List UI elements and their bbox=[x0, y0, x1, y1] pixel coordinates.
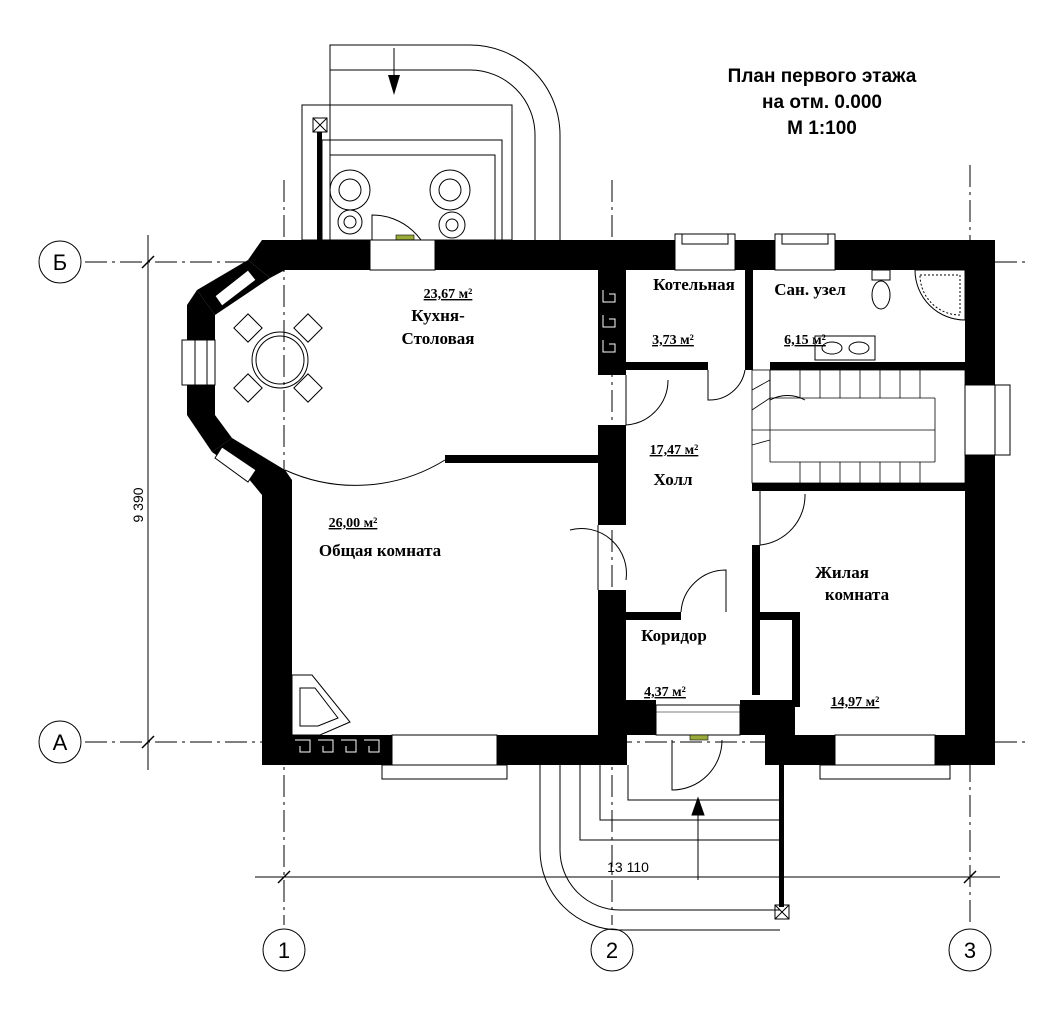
dimension-height-label: 9 390 bbox=[130, 487, 146, 522]
sink-icon bbox=[814, 335, 876, 361]
title-line-2: на отм. 0.000 bbox=[762, 92, 882, 113]
corridor-area: 4,37 м² bbox=[644, 685, 686, 700]
living-room-label-2: комната bbox=[825, 585, 890, 604]
boiler-label: Котельная bbox=[653, 275, 735, 294]
bathroom-area: 6,15 м² bbox=[784, 333, 826, 348]
staircase bbox=[751, 369, 966, 484]
kitchen-label-1: Кухня- bbox=[411, 306, 465, 325]
axis-bubble-b bbox=[38, 240, 82, 284]
interior-walls bbox=[445, 265, 965, 740]
bay-windows bbox=[181, 269, 257, 483]
bathroom-label: Сан. узел bbox=[774, 280, 846, 299]
dimension-width: 13 110 bbox=[255, 859, 1000, 884]
doors bbox=[284, 369, 806, 791]
dimension-width-label: 13 110 bbox=[607, 859, 649, 875]
exterior-walls bbox=[187, 240, 995, 765]
door-boiler bbox=[707, 369, 746, 401]
common-room-area: 26,00 м² bbox=[329, 516, 378, 531]
dining-table bbox=[233, 313, 323, 403]
door-entrance bbox=[671, 739, 723, 791]
axis-label-2: 2 bbox=[606, 938, 618, 963]
plan-title: План первого этажа на отм. 0.000 М 1:100 bbox=[728, 66, 917, 139]
entry-glazing bbox=[655, 704, 741, 741]
hall-label: Холл bbox=[653, 470, 693, 489]
railing-post bbox=[779, 765, 784, 907]
bottom-windows bbox=[381, 734, 951, 780]
dimension-height: 9 390 bbox=[130, 235, 155, 770]
shower-icon bbox=[914, 269, 966, 321]
south-porch bbox=[539, 765, 790, 931]
axis-markers: Б А 1 2 3 bbox=[38, 240, 992, 972]
axis-bubble-3 bbox=[948, 928, 992, 972]
axis-label-1: 1 bbox=[278, 938, 290, 963]
title-line-3: М 1:100 bbox=[787, 118, 857, 139]
plant-icon bbox=[429, 169, 471, 239]
common-room-label: Общая комната bbox=[319, 541, 442, 560]
axis-bubble-1 bbox=[262, 928, 306, 972]
door-living bbox=[759, 491, 806, 546]
axis-label-b: Б bbox=[53, 250, 67, 275]
north-terrace bbox=[301, 44, 561, 271]
title-line-1: План первого этажа bbox=[728, 66, 917, 87]
door-hall-kitchen bbox=[625, 375, 669, 426]
door-bathroom bbox=[769, 370, 806, 401]
wall-ornament bbox=[295, 739, 380, 753]
fireplace bbox=[291, 674, 351, 736]
toilet-icon bbox=[871, 269, 891, 310]
top-windows bbox=[369, 233, 836, 271]
kitchen-area: 23,67 м² bbox=[424, 287, 473, 302]
door-corridor bbox=[680, 569, 727, 613]
room-labels: 23,67 м² Кухня- Столовая Котельная 3,73 … bbox=[319, 275, 890, 710]
stair-treads bbox=[751, 370, 921, 483]
living-room-area: 14,97 м² bbox=[831, 695, 880, 710]
axis-label-a: А bbox=[53, 730, 68, 755]
plant-icon bbox=[329, 169, 371, 235]
corridor-label: Коридор bbox=[641, 626, 707, 645]
axis-bubble-a bbox=[38, 720, 82, 764]
axis-label-3: 3 bbox=[964, 938, 976, 963]
right-window bbox=[964, 384, 1011, 456]
kitchen-label-2: Столовая bbox=[402, 329, 475, 348]
door-common-room bbox=[569, 525, 627, 590]
kitchen-arch bbox=[284, 459, 446, 486]
column-ornament bbox=[602, 290, 616, 353]
living-room-label-1: Жилая bbox=[815, 563, 869, 582]
hall-area: 17,47 м² bbox=[650, 443, 699, 458]
axis-bubble-2 bbox=[590, 928, 634, 972]
boiler-area: 3,73 м² bbox=[652, 333, 694, 348]
